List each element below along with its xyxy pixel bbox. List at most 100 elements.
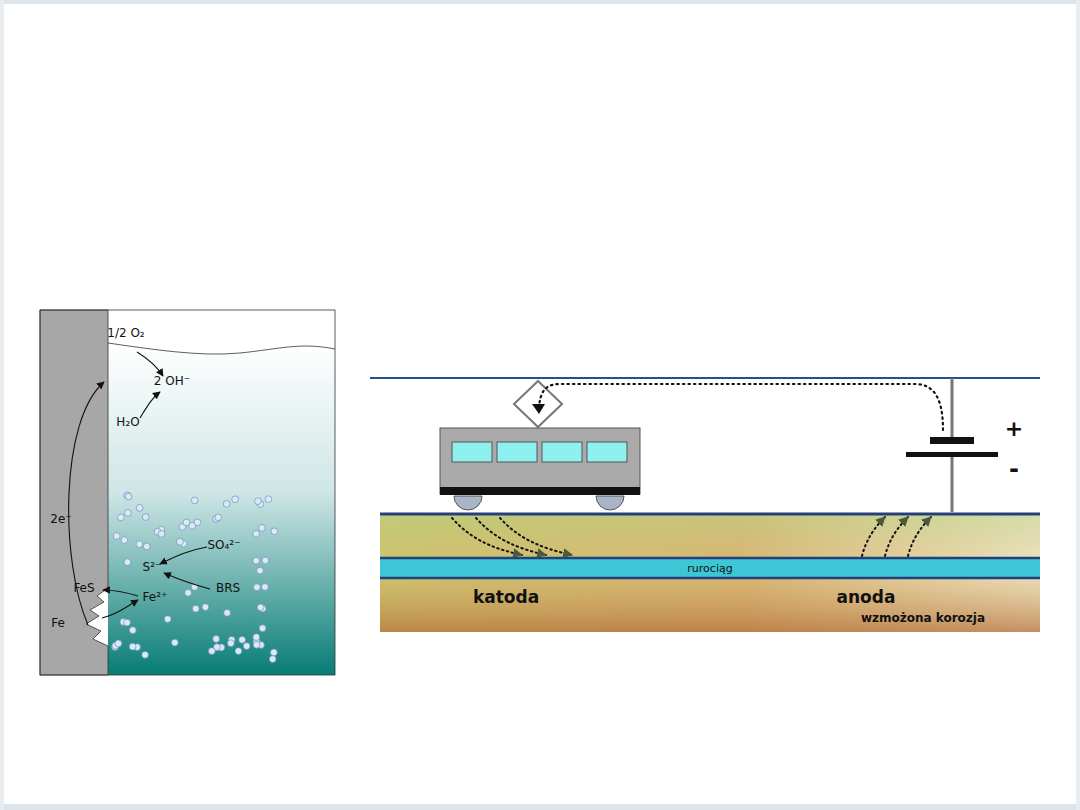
bubble [235,648,242,655]
tram-underframe [440,487,640,495]
reaction-arrow [164,573,210,589]
return-current [885,517,908,556]
node-text: rurociąg [687,562,732,575]
tram-window [542,442,582,462]
soil-shade [380,514,1040,632]
bubble [115,640,122,647]
bubble [224,609,231,616]
bubble [129,627,136,634]
bubble [171,639,178,646]
bubble [213,636,220,643]
bubble [257,567,264,574]
reaction-arrow [137,352,163,376]
bubble [262,557,269,564]
reaction-arrow [103,590,138,596]
water-surface [108,343,335,354]
reaction-arrow [140,392,160,418]
tram-body [440,428,640,494]
corrosion-cell [40,310,335,675]
pipeline [380,558,1040,578]
feeder-line [951,378,954,440]
frame-edge [0,804,1080,810]
bubble [136,504,143,511]
bubble [253,530,260,537]
bubble [254,584,261,591]
battery-plate [906,452,998,457]
frame-edge [0,0,4,810]
leak-current [452,518,522,555]
tram-wheel [596,496,624,510]
organism-label: BRS [216,582,240,595]
bubble [223,500,230,507]
bubble [124,619,131,626]
rail [380,513,1040,516]
bubble [270,649,277,656]
bubble [124,559,131,566]
bubble [269,656,276,663]
bubble [121,537,128,544]
bubble [183,519,190,526]
bubble [176,538,183,545]
current-arrowhead [532,404,545,414]
leak-current [476,518,546,555]
polarity-sign: + [1005,417,1023,441]
bubble [125,493,132,500]
return-current [862,517,885,556]
bubble [215,514,222,521]
bubble [253,634,260,641]
bubble [136,541,143,548]
annotation: wzmożona korozja [861,612,985,625]
bubble [232,496,239,503]
bubble [191,497,198,504]
frame-edge [1076,0,1080,810]
water [108,343,335,675]
pantograph [514,381,562,427]
polarity-sign: - [1009,456,1019,482]
bubble [253,641,260,648]
stray-current-scene [370,378,1040,632]
feeder-line [951,455,954,512]
return-current [908,517,931,556]
metal-label: Fe [51,617,65,630]
bubble [129,643,136,650]
electron-label: 2e⁻ [50,513,71,526]
pipeline-edge [380,557,1040,560]
electrode-label: katoda [473,588,539,607]
tram-wheel [454,496,482,510]
bubble [113,533,120,540]
bubble [192,605,199,612]
bubble [239,636,246,643]
tram-window [452,442,492,462]
bubble [124,509,131,516]
bubble [265,496,272,503]
tram-window [497,442,537,462]
electrode-label: anoda [837,588,896,607]
frame-edge [0,0,1080,4]
bubble [208,648,215,655]
reaction-arrow [102,600,138,618]
bubble [259,625,266,632]
bubble [118,514,125,521]
bubble [185,589,192,596]
bubble [158,530,165,537]
overhead-wire [370,377,1040,379]
bubble [271,528,278,535]
chemical-species: FeS [73,582,94,595]
bubble [142,514,149,521]
tram-window [587,442,627,462]
leak-current [500,518,572,555]
chemical-species: 2 OH⁻ [154,375,190,388]
bubble [227,640,234,647]
pipeline-edge [380,577,1040,580]
chemical-species: S²⁻ [143,561,162,574]
soil [380,514,1040,632]
chemical-species: SO₄²⁻ [207,539,240,552]
bubble [142,651,149,658]
electron-arrow [69,382,104,625]
chemical-species: Fe²⁺ [143,591,168,604]
bubble [254,498,261,505]
panel-border [40,310,335,675]
current-path [539,384,943,430]
